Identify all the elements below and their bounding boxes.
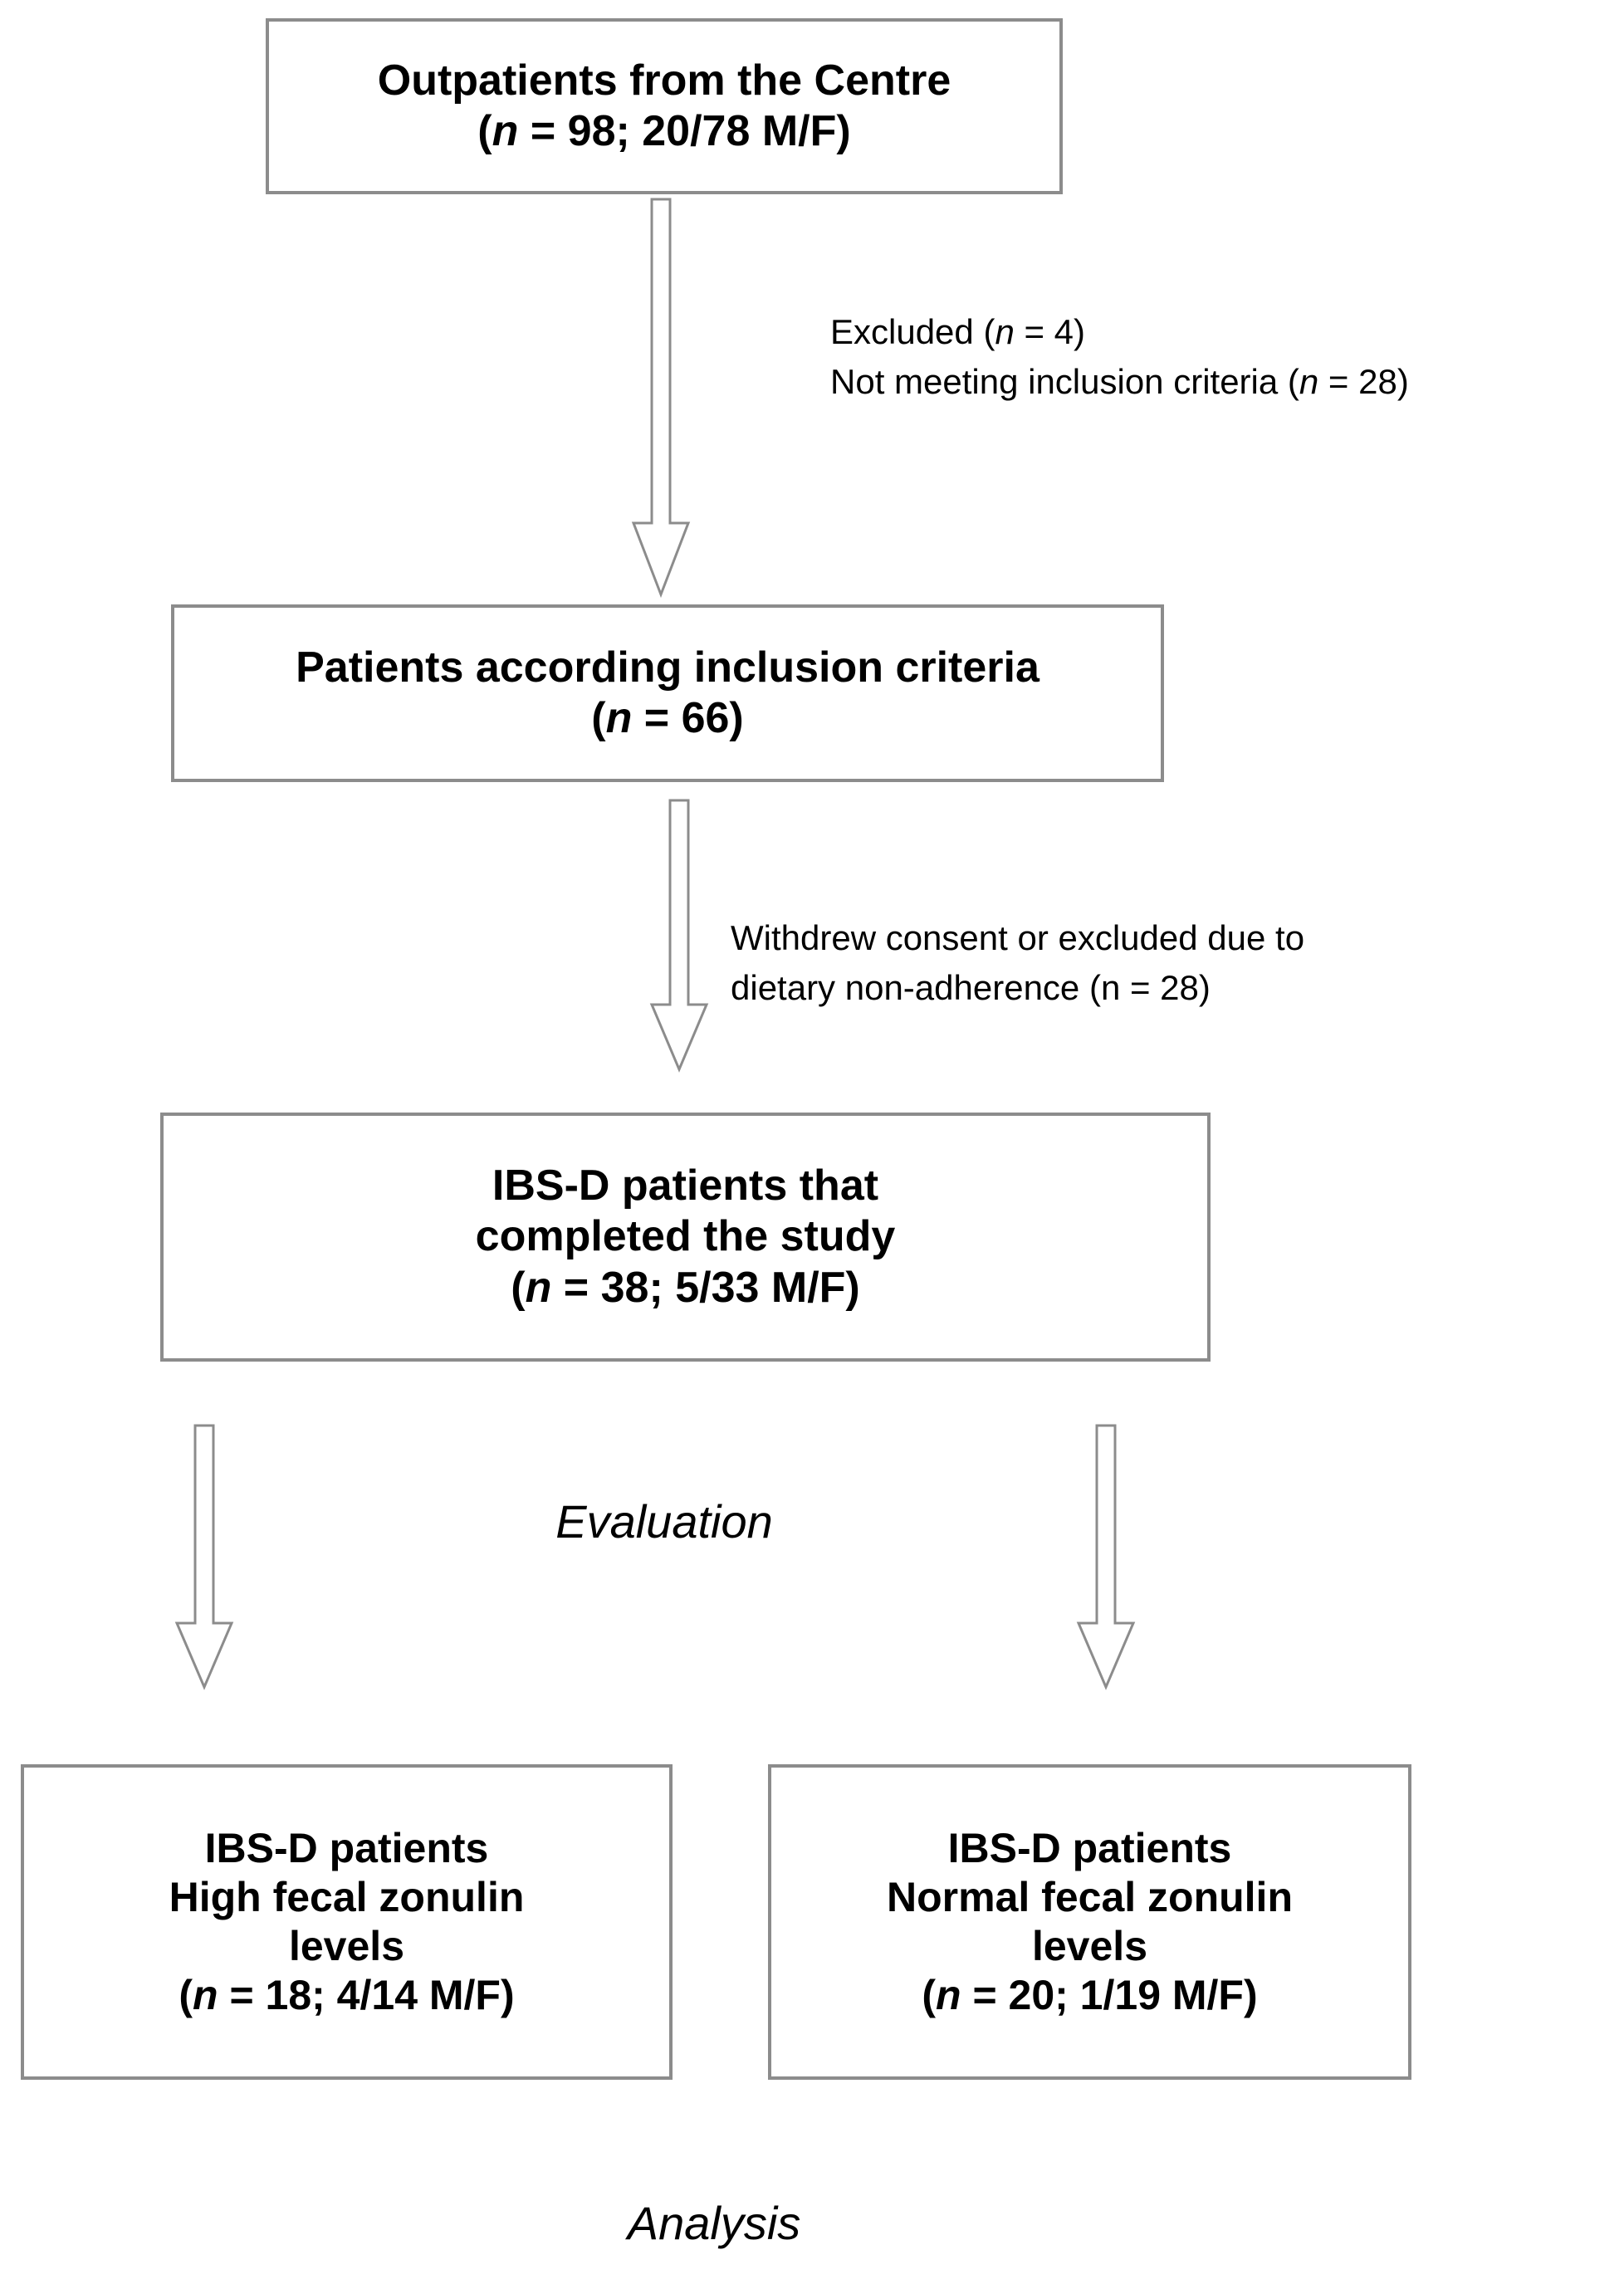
note-text: Not meeting inclusion criteria ( [830, 361, 1299, 401]
node-completed-study-line2: completed the study [475, 1212, 896, 1261]
node-completed-study: IBS-D patients that completed the study … [160, 1113, 1211, 1362]
exclusion-note-1-line2: Not meeting inclusion criteria (n = 28) [830, 357, 1409, 407]
stat-values: = 38; 5/33 M/F) [551, 1263, 860, 1312]
note-value: = 4) [1014, 312, 1086, 351]
n-symbol: n [605, 694, 633, 742]
paren-open: ( [179, 1972, 193, 2018]
node-outpatients-stat: (n = 98; 20/78 M/F) [477, 106, 850, 157]
node-inclusion-criteria: Patients according inclusion criteria (n… [171, 604, 1164, 782]
node-normal-zonulin-line2: Normal fecal zonulin [887, 1874, 1293, 1920]
arrow-outpatients-to-inclusion [631, 198, 691, 599]
paren-open: ( [591, 694, 606, 742]
n-symbol: n [525, 1263, 552, 1312]
paren-open: ( [511, 1263, 526, 1312]
n-symbol: n [193, 1972, 218, 2018]
node-high-zonulin-line3: levels [288, 1923, 404, 1969]
stat-values: = 98; 20/78 M/F) [518, 107, 851, 155]
n-symbol: n [995, 312, 1015, 351]
exclusion-note-1-line1: Excluded (n = 4) [830, 307, 1409, 357]
node-completed-study-line1: IBS-D patients that [492, 1161, 879, 1210]
node-normal-zonulin-stat: (n = 20; 1/19 M/F) [922, 1971, 1257, 2020]
node-normal-zonulin: IBS-D patients Normal fecal zonulin leve… [768, 1764, 1411, 2080]
node-completed-study-stat: (n = 38; 5/33 M/F) [511, 1263, 859, 1313]
n-symbol: n [936, 1972, 961, 2018]
note-text: Excluded ( [830, 312, 995, 351]
caption-evaluation: Evaluation [555, 1495, 773, 1548]
exclusion-note-1: Excluded (n = 4) Not meeting inclusion c… [830, 307, 1409, 406]
node-inclusion-criteria-stat: (n = 66) [591, 693, 744, 744]
node-high-zonulin-stat: (n = 18; 4/14 M/F) [179, 1971, 514, 2020]
node-high-zonulin: IBS-D patients High fecal zonulin levels… [21, 1764, 673, 2080]
exclusion-note-2-line1: Withdrew consent or excluded due to [731, 918, 1305, 957]
exclusion-note-2: Withdrew consent or excluded due to diet… [731, 913, 1304, 1012]
arrow-completed-to-normal-zonulin [1076, 1424, 1136, 1690]
node-high-zonulin-line2: High fecal zonulin [169, 1874, 525, 1920]
stat-values: = 66) [632, 694, 744, 742]
node-inclusion-criteria-line1: Patients according inclusion criteria [296, 643, 1039, 692]
node-outpatients: Outpatients from the Centre (n = 98; 20/… [266, 18, 1063, 194]
note-value: = 28) [1318, 361, 1409, 401]
n-symbol: n [1299, 361, 1319, 401]
node-normal-zonulin-line1: IBS-D patients [947, 1825, 1232, 1871]
stat-values: = 18; 4/14 M/F) [218, 1972, 515, 2018]
exclusion-note-2-line2: dietary non-adherence (n = 28) [731, 967, 1211, 1007]
arrow-inclusion-to-completed [649, 799, 709, 1073]
paren-open: ( [477, 107, 492, 155]
node-normal-zonulin-line3: levels [1031, 1923, 1147, 1969]
arrow-completed-to-high-zonulin [174, 1424, 234, 1690]
paren-open: ( [922, 1972, 936, 2018]
n-symbol: n [492, 107, 519, 155]
node-high-zonulin-line1: IBS-D patients [204, 1825, 489, 1871]
node-outpatients-line1: Outpatients from the Centre [377, 56, 951, 105]
caption-analysis: Analysis [627, 2197, 801, 2249]
stat-values: = 20; 1/19 M/F) [961, 1972, 1258, 2018]
